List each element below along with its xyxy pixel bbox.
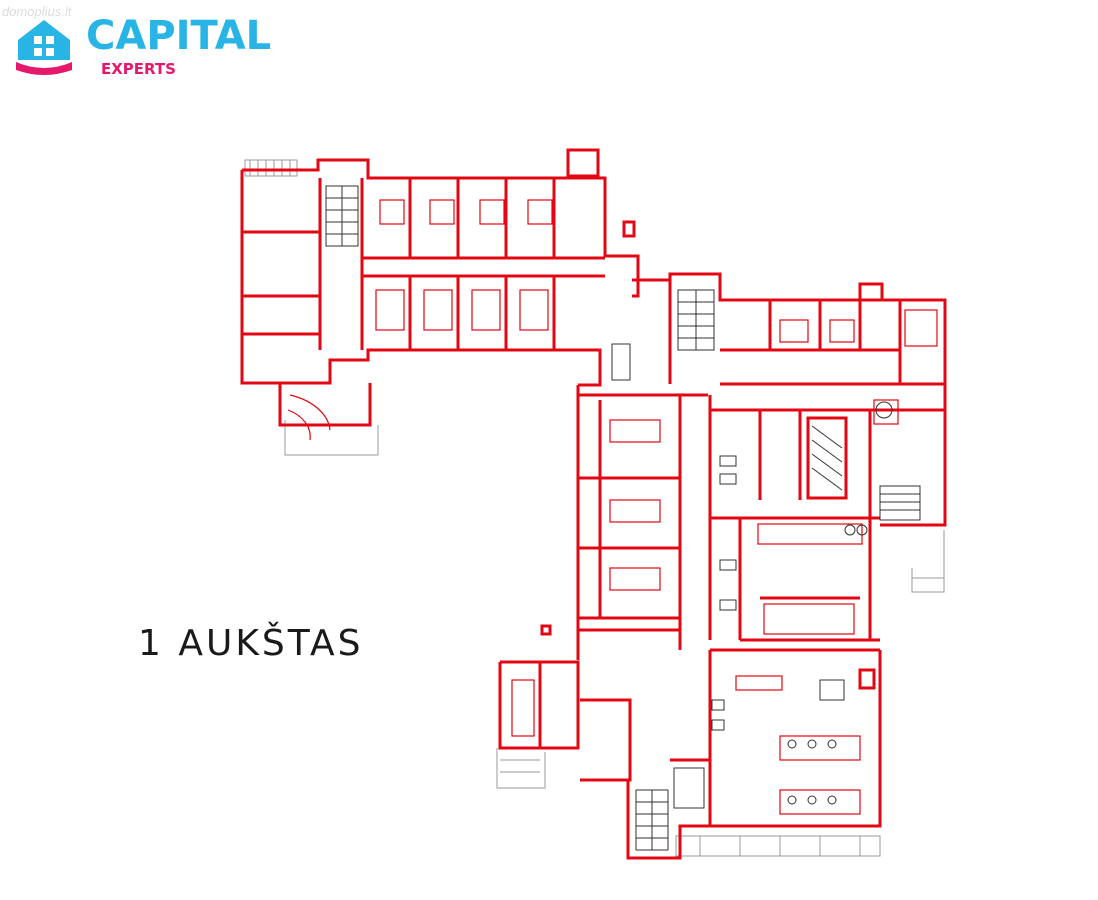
- brand-name: CAPITAL: [86, 13, 272, 59]
- watermark-text: domoplius.lt: [2, 4, 72, 19]
- house-logo-icon: [16, 20, 72, 75]
- company-logo[interactable]: CAPITAL EXPERTS: [14, 14, 284, 80]
- brand-subtitle: EXPERTS: [101, 60, 176, 78]
- floor-level-label: 1 AUKŠTAS: [138, 623, 364, 664]
